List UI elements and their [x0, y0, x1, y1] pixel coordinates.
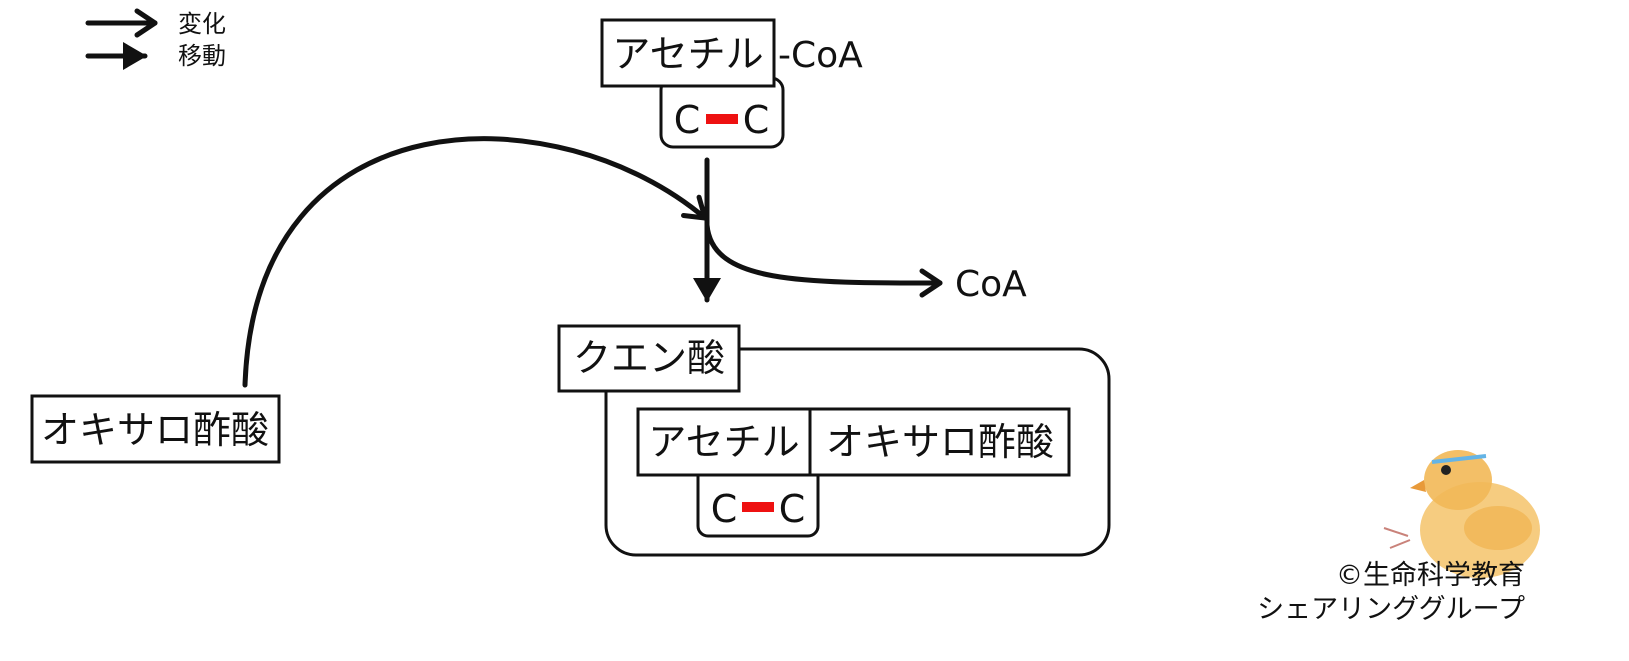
oxaloacetate: オキサロ酢酸: [30, 394, 281, 464]
citrate-acetyl-label: アセチル: [648, 420, 799, 464]
released-coa-label: CoA: [955, 264, 1027, 305]
oxaloacetate-curve-arrow: [242, 136, 708, 388]
carbon-bond: [706, 114, 738, 124]
legend-change: 変化: [85, 8, 226, 38]
citrate-carbon-bond: [742, 502, 774, 512]
citrate-title-box: [557, 324, 741, 393]
citrate-oxaloacetate-label: オキサロ酢酸: [826, 420, 1054, 464]
coa-release-arrow: [704, 222, 943, 298]
acetyl-coa: アセチル -CoA C C: [600, 18, 863, 149]
citrate-oxaloacetate-box: [808, 407, 1071, 477]
carbon-left: C: [674, 98, 701, 142]
citrate-carbon-right: C: [779, 487, 806, 531]
oxaloacetate-box: [30, 394, 281, 464]
coa-suffix: -CoA: [778, 35, 863, 76]
carbon-right: C: [743, 98, 770, 142]
legend-move: 移動: [85, 42, 226, 70]
copyright-line-2: シェアリンググループ: [1257, 594, 1525, 625]
citrate-carbon-left: C: [711, 487, 738, 531]
copyright-line-1: ©生命科学教育: [1336, 560, 1525, 591]
legend: 変化 移動: [85, 8, 226, 70]
acetyl-box: [600, 18, 776, 88]
oxaloacetate-label: オキサロ酢酸: [41, 408, 269, 452]
legend-move-label: 移動: [178, 42, 226, 70]
reaction-arrows: [242, 136, 943, 388]
chick-mascot-icon: [1383, 450, 1540, 578]
legend-change-label: 変化: [178, 10, 226, 38]
acetyl-label: アセチル: [612, 32, 763, 76]
citrate: クエン酸 アセチル オキサロ酢酸 C C: [557, 324, 1111, 557]
citrate-title: クエン酸: [573, 336, 725, 380]
copyright: ©生命科学教育 シェアリンググループ: [1257, 560, 1525, 625]
